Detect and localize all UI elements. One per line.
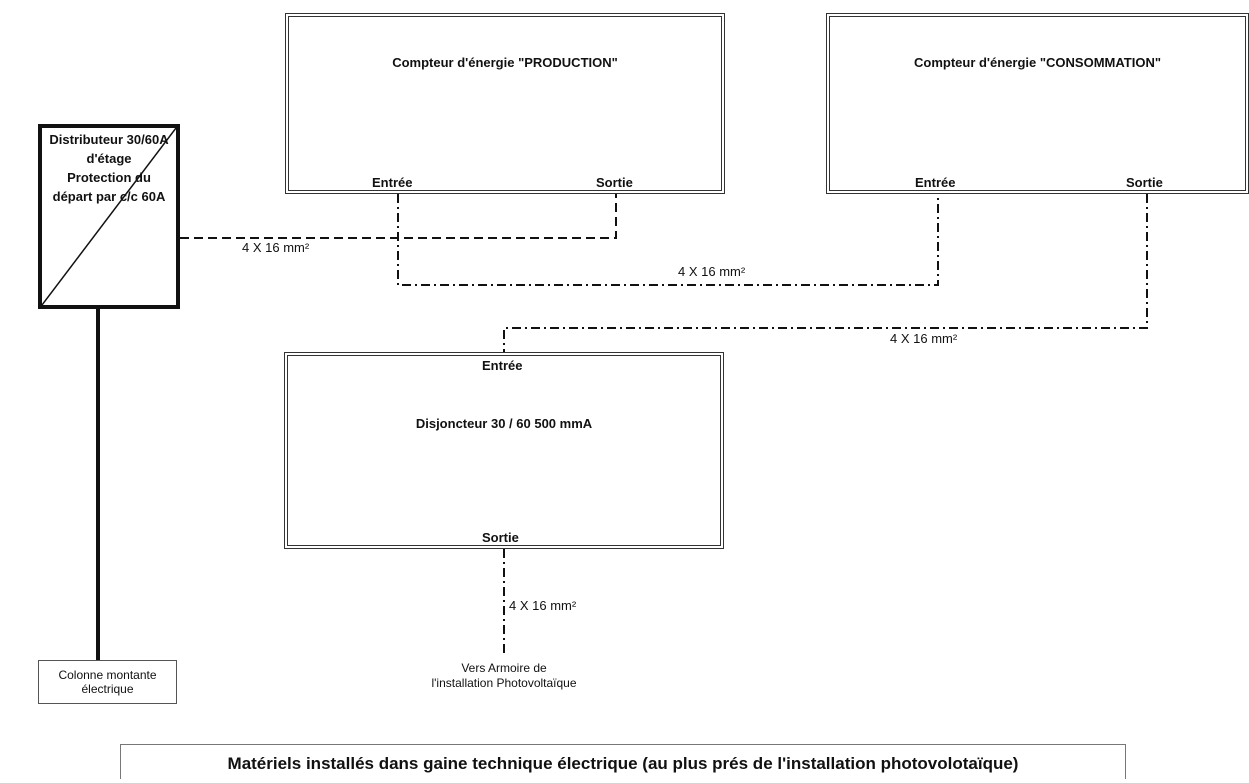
compteur-consommation-box: Compteur d'énergie "CONSOMMATION" Entrée… [826, 13, 1249, 194]
cable-production-consommation [397, 194, 939, 286]
disjoncteur-entree-label: Entrée [482, 358, 523, 373]
production-entree-label: Entrée [372, 175, 413, 190]
destination-label: Vers Armoire de l'installation Photovolt… [398, 661, 610, 691]
distributeur-label: Distributeur 30/60A d'étage Protection d… [49, 132, 169, 204]
cable-label-2: 4 X 16 mm² [676, 264, 748, 280]
compteur-production-box: Compteur d'énergie "PRODUCTION" Entrée S… [285, 13, 725, 194]
destination-line2: l'installation Photovoltaïque [431, 676, 577, 690]
cable-distributeur-production [180, 194, 617, 239]
footer-caption: Matériels installés dans gaine technique… [120, 744, 1126, 779]
compteur-production-title: Compteur d'énergie "PRODUCTION" [392, 55, 618, 70]
cable-label-3: 4 X 16 mm² [888, 331, 960, 347]
production-sortie-label: Sortie [596, 175, 633, 190]
cable-consommation-disjoncteur [503, 194, 1148, 352]
cable-label-1: 4 X 16 mm² [240, 240, 312, 256]
cable-label-4: 4 X 16 mm² [507, 598, 579, 614]
distributeur-box: Distributeur 30/60A d'étage Protection d… [38, 124, 180, 309]
colonne-montante-box: Colonne montante électrique [38, 660, 177, 704]
disjoncteur-sortie-label: Sortie [482, 530, 519, 545]
disjoncteur-title: Disjoncteur 30 / 60 500 mmA [415, 416, 593, 431]
colonne-line2: électrique [81, 682, 134, 696]
consommation-sortie-label: Sortie [1126, 175, 1163, 190]
destination-line1: Vers Armoire de [461, 661, 547, 675]
colonne-line1: Colonne montante [58, 668, 157, 682]
distributeur-diagonal [42, 128, 176, 305]
consommation-entree-label: Entrée [915, 175, 956, 190]
compteur-consommation-title: Compteur d'énergie "CONSOMMATION" [913, 55, 1162, 70]
disjoncteur-box: Entrée Disjoncteur 30 / 60 500 mmA Sorti… [284, 352, 724, 549]
